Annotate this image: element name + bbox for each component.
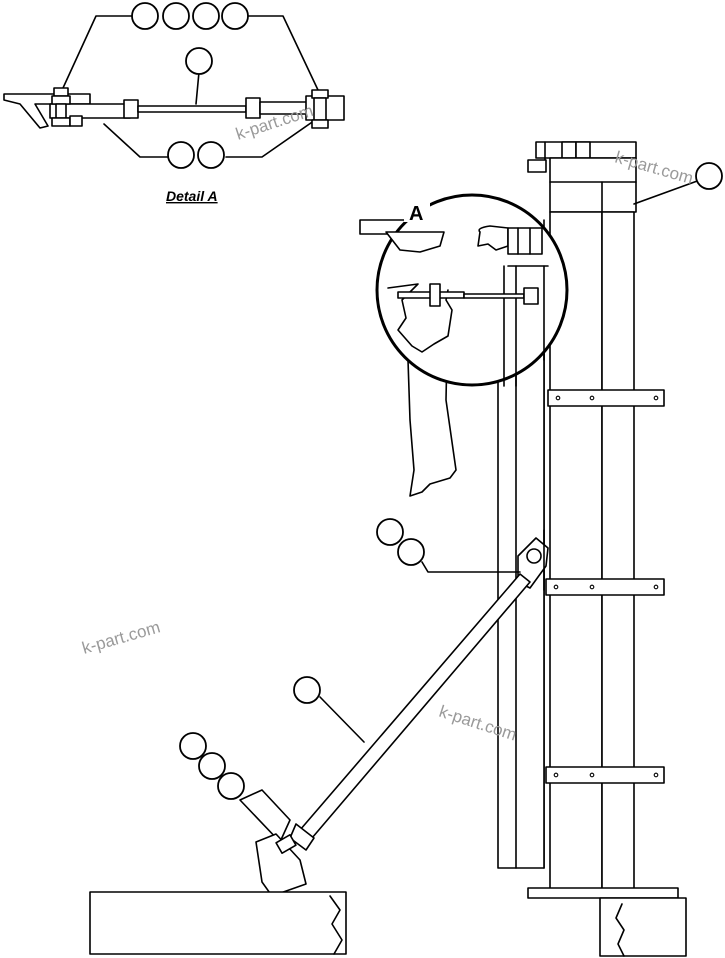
bolt-hole [553, 772, 559, 778]
detail-marker-bg [404, 196, 430, 222]
nut [53, 87, 69, 97]
leader-line [103, 123, 169, 158]
rod-small [463, 293, 525, 299]
base-beam [89, 891, 347, 955]
anchor-nut [275, 834, 297, 854]
bolt-hole [555, 395, 561, 401]
bolt-hole [589, 772, 595, 778]
callout-circle [179, 732, 207, 760]
lower-clamp [239, 789, 291, 843]
break-line [615, 903, 625, 957]
callout-circle [221, 2, 249, 30]
mast-rail-right [601, 211, 635, 893]
clamp-strap [545, 578, 665, 596]
bolt-hole [589, 395, 595, 401]
leader-line [319, 696, 365, 743]
leader-line [421, 561, 521, 573]
callout-circle [192, 2, 220, 30]
actuator-end [477, 225, 509, 251]
bracket-small [523, 287, 539, 305]
brace-rod [299, 573, 531, 839]
bolt-hole [589, 584, 595, 590]
mast-base-block [599, 897, 687, 957]
nut [311, 89, 329, 99]
callout-circle [185, 47, 213, 75]
leader-line [633, 179, 701, 205]
nut [311, 119, 329, 129]
mast-clip [527, 159, 547, 173]
callout-circle [197, 141, 225, 169]
bolt-hole [553, 584, 559, 590]
leader-line [225, 117, 319, 158]
callout-circle [167, 141, 195, 169]
bolt-small [429, 283, 441, 307]
clamp-strap [547, 389, 665, 407]
clamp-strap [545, 766, 665, 784]
callout-circle [131, 2, 159, 30]
beam-fragment [385, 231, 445, 253]
ground-beam [89, 891, 347, 955]
diagonal-brace [179, 518, 549, 897]
break-line [329, 895, 343, 955]
detail-caption: Detail A [166, 188, 218, 204]
nut [51, 95, 71, 105]
bolt-hole [653, 584, 659, 590]
callout-circle [217, 772, 245, 800]
sleeve [123, 99, 139, 119]
bolt-hole [653, 395, 659, 401]
nut [69, 115, 83, 127]
callout-circle [397, 538, 425, 566]
pivot-pin [526, 548, 542, 564]
callout-circle [198, 752, 226, 780]
leader-line [62, 15, 134, 89]
detail-marker: A [409, 203, 423, 225]
nut [51, 117, 71, 127]
jam-nut [245, 97, 261, 119]
bolt [55, 103, 67, 119]
tie-rod [137, 105, 247, 113]
bolt [313, 97, 327, 121]
leader-line [246, 15, 319, 91]
detail-a-drawing: Detail A [3, 2, 345, 204]
bolt-hole [653, 772, 659, 778]
mast-base-plate [527, 887, 679, 899]
detail-a-circle: A [375, 193, 569, 387]
callout-circle [162, 2, 190, 30]
callout-circle [695, 162, 723, 190]
leader-line [195, 71, 200, 105]
rod-end-fitting [289, 823, 315, 851]
callout-circle [293, 676, 321, 704]
mast-block [575, 141, 591, 159]
anchor-bracket [255, 833, 307, 897]
actuator-body [507, 227, 543, 255]
mast-block [561, 141, 577, 159]
watermark: k-part.com [80, 617, 162, 657]
callout-circle [376, 518, 404, 546]
